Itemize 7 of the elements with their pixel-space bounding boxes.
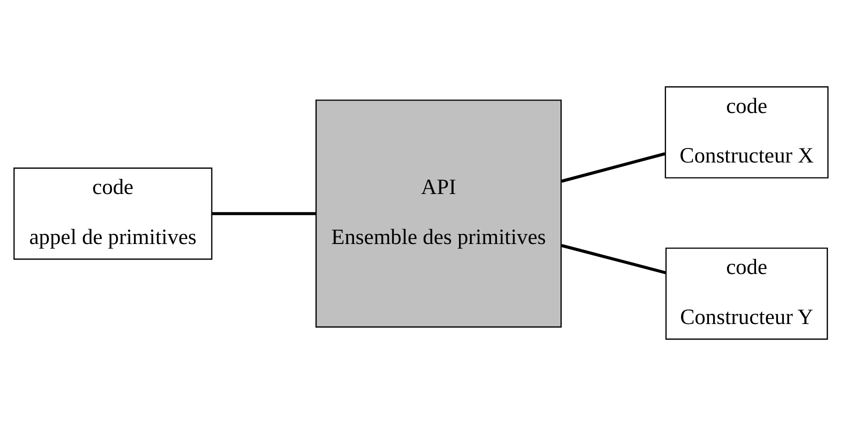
node-box: code Constructeur X	[664, 86, 828, 178]
connector	[560, 244, 666, 274]
node-box: code appel de primitives	[12, 168, 212, 260]
node-box: API Ensemble des primitives	[314, 100, 562, 328]
node-box: code Constructeur Y	[664, 248, 828, 340]
connector	[560, 152, 665, 183]
connector	[211, 212, 316, 216]
